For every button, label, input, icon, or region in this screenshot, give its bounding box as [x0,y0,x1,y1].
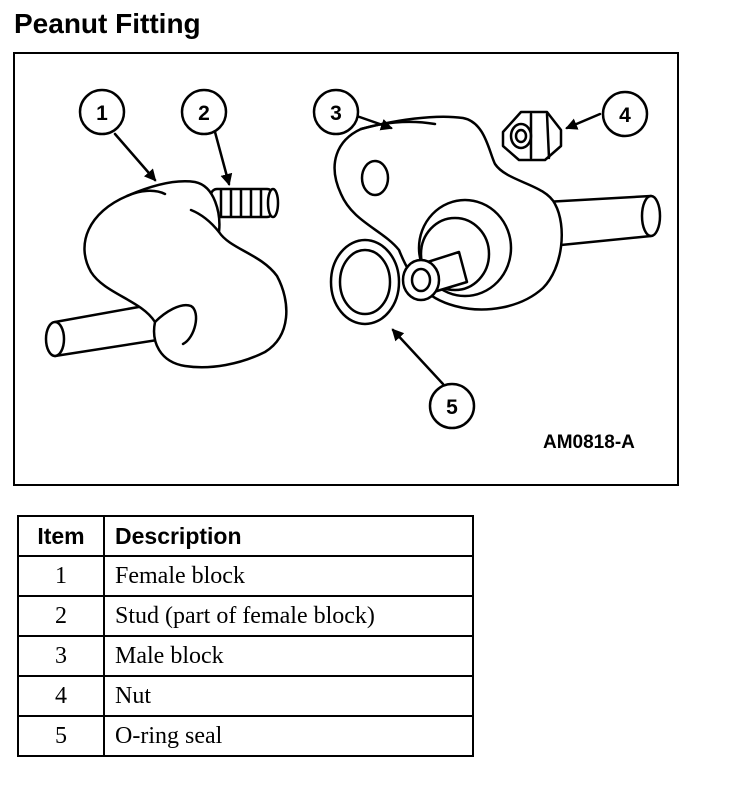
callout-leaders [113,112,602,386]
figure-id: AM0818-A [543,432,635,453]
table-row: 3 Male block [17,635,474,677]
callout-5: 5 [428,382,476,430]
row-item: 3 [17,635,105,677]
page-title: Peanut Fitting [14,8,201,39]
male-block-drawing [333,115,662,311]
row-description: Stud (part of female block) [103,595,474,637]
o-ring-drawing [329,238,401,326]
callout-1-label: 1 [96,102,108,125]
row-description: Female block [103,555,474,597]
header-description: Description [103,515,474,557]
table-row: 2 Stud (part of female block) [17,595,474,637]
callout-4-label: 4 [619,104,631,127]
table-row: 5 O-ring seal [17,715,474,757]
female-block-drawing [44,180,288,369]
row-description: Nut [103,675,474,717]
legend-header-row: Item Description [17,515,474,557]
row-item: 2 [17,595,105,637]
legend-table: Item Description 1 Female block 2 Stud (… [17,515,474,757]
row-description: O-ring seal [103,715,474,757]
header-item: Item [17,515,105,557]
bolt-hole [360,159,390,197]
table-row: 4 Nut [17,675,474,717]
peanut-fitting-illustration: 1 2 3 4 5 [44,88,662,430]
row-description: Male block [103,635,474,677]
callout-2: 2 [180,88,228,136]
callout-3: 3 [312,88,360,136]
callout-5-label: 5 [446,396,458,419]
illustration-frame: 1 2 3 4 5 AM0818-A [13,52,679,486]
row-item: 4 [17,675,105,717]
table-row: 1 Female block [17,555,474,597]
row-item: 1 [17,555,105,597]
callout-1: 1 [78,88,126,136]
female-block-body [83,180,288,369]
callout-4: 4 [601,90,649,138]
callout-3-label: 3 [330,102,342,125]
row-item: 5 [17,715,105,757]
callout-2-label: 2 [198,102,210,125]
stud-drawing [209,187,280,219]
nut-drawing [501,110,563,162]
